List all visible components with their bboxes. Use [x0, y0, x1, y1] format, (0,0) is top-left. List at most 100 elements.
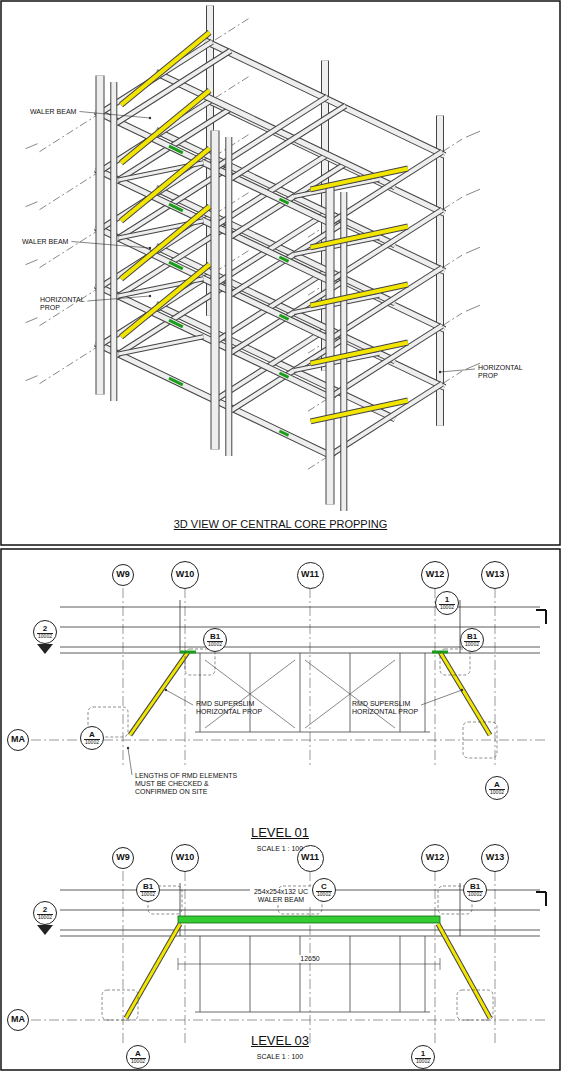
dimension-text: 12650 [280, 955, 340, 963]
beam [231, 106, 345, 179]
bubble-label: 1 [421, 1050, 425, 1058]
column [212, 131, 219, 450]
bubble-label: A [89, 731, 95, 739]
sheet-number: 10002 [37, 633, 53, 639]
plan-title: LEVEL 01 [180, 826, 380, 841]
grid-line [31, 740, 548, 741]
leader-dot [127, 747, 129, 749]
leader-line [87, 296, 150, 301]
annotation: 254x254x132 UC WALER BEAM [250, 888, 312, 904]
horizontal-prop [121, 206, 210, 279]
level-tag [26, 260, 38, 265]
level-tag [26, 376, 38, 381]
grid-bubble: MA [7, 1009, 29, 1031]
detail-boundary [185, 649, 215, 675]
annotation: HORIZONTAL PROP [478, 364, 540, 380]
grid-bubble: W10 [171, 561, 199, 589]
section-arrow [37, 644, 53, 654]
horizontal-prop [121, 148, 210, 221]
grid-bubble: W9 [112, 847, 134, 869]
grid-line [495, 588, 496, 765]
detail-callout: A10002 [126, 1045, 150, 1069]
dimension-line [178, 958, 179, 970]
section-mark [536, 891, 546, 893]
horizontal-prop [121, 32, 210, 105]
sheet-number: 10002 [467, 891, 483, 897]
frame-member [200, 936, 201, 1012]
detail-boundary [440, 649, 470, 675]
grid-bubble: W13 [481, 844, 509, 872]
level-tag [26, 202, 38, 207]
x-brace [305, 660, 395, 728]
leader-line [166, 690, 193, 705]
column [111, 82, 116, 401]
column [211, 131, 220, 450]
frame-member [200, 653, 201, 732]
grid-bubble: MA [7, 729, 29, 751]
horizontal-prop [311, 401, 408, 422]
frame-member [350, 653, 351, 732]
leader-dot [149, 247, 151, 249]
grid-bubble: W9 [112, 564, 134, 586]
bubble-label: W9 [116, 570, 130, 579]
bubble-label: B1 [143, 883, 153, 891]
bubble-label: B1 [467, 633, 477, 641]
horizontal-prop [311, 227, 408, 248]
level-tag [26, 318, 38, 323]
sheet-number: 10002 [489, 789, 505, 795]
drawing-line [60, 627, 540, 628]
detail-callout: 210002 [33, 620, 57, 644]
detail-callout: B110002 [136, 878, 160, 902]
horizontal-prop [121, 206, 210, 279]
panel-frame [1, 1, 560, 545]
sheet-number: 10002 [130, 1058, 146, 1064]
plan-title: LEVEL 03 [180, 1034, 380, 1049]
section-mark [545, 892, 547, 906]
frame-member [195, 1012, 430, 1013]
leader-dot [461, 689, 463, 691]
leader-dot [149, 117, 151, 119]
horizontal-prop [311, 169, 408, 190]
grid-line [435, 871, 436, 1045]
frame-member [300, 653, 301, 732]
bubble-label: 2 [43, 625, 47, 633]
leader-line [440, 369, 475, 372]
drawing-line [60, 930, 540, 931]
horizontal-prop [121, 90, 210, 162]
section-arrow [37, 925, 53, 935]
sheet-number: 10002 [316, 891, 332, 897]
bubble-label: W13 [486, 853, 505, 862]
grid-line [435, 588, 436, 765]
horizontal-prop [121, 264, 210, 337]
annotation: WALER BEAM [30, 108, 100, 116]
frame-member [300, 936, 301, 1012]
drawing-line [180, 600, 181, 653]
horizontal-prop [121, 148, 210, 221]
sheet-number: 10002 [415, 1058, 431, 1064]
bubble-label: B1 [210, 633, 220, 641]
beam [231, 106, 345, 179]
detail-callout: 110002 [411, 1045, 435, 1069]
level-tag [466, 247, 480, 253]
frame-member [250, 653, 251, 732]
detail-boundary [457, 990, 493, 1020]
detail-callout: A10002 [80, 726, 104, 750]
rmd-prop [126, 924, 180, 1018]
beam [156, 73, 395, 187]
detail-boundary [102, 990, 138, 1020]
bubble-label: C [321, 883, 327, 891]
grid-line [123, 871, 124, 1045]
waler-beam [279, 199, 288, 203]
panel-frame [1, 549, 560, 1070]
leader-dot [149, 295, 151, 297]
bubble-label: A [135, 1050, 141, 1058]
waler-beam [279, 373, 288, 377]
grid-bubble: W10 [171, 844, 199, 872]
column [225, 137, 232, 456]
rmd-prop [440, 652, 490, 735]
dimension-line [178, 964, 440, 965]
grid-line [185, 871, 186, 1045]
waler-beam [279, 315, 288, 319]
annotation: RMD SUPERSLIM HORIZONTAL PROP [352, 700, 426, 716]
